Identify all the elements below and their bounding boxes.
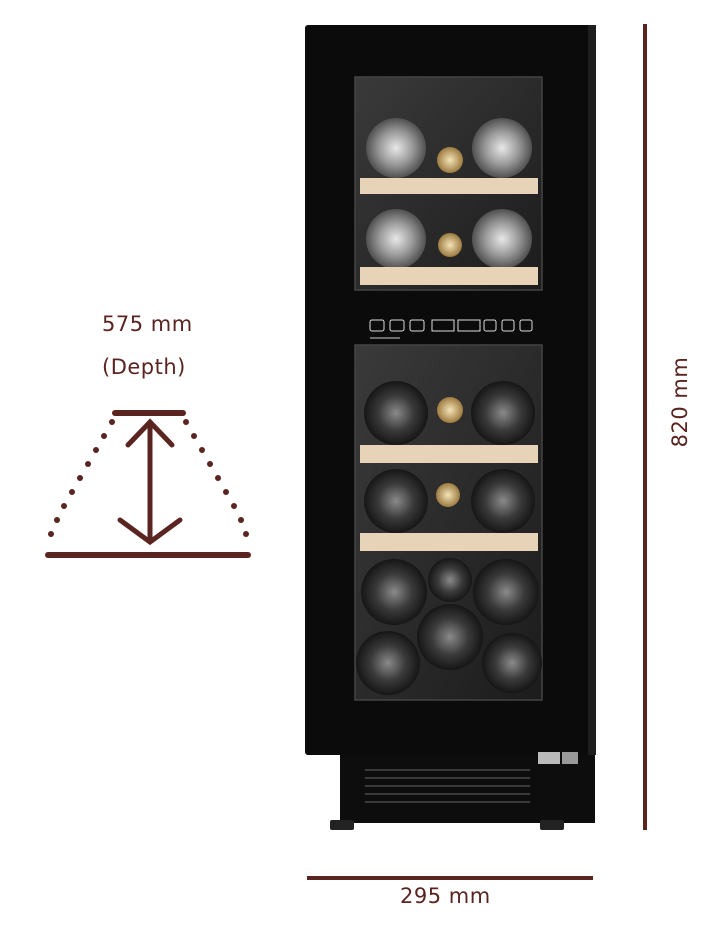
bottle bbox=[417, 604, 483, 670]
fridge-base bbox=[340, 755, 595, 823]
bottle bbox=[364, 381, 428, 445]
shelf bbox=[360, 267, 538, 285]
vent-grille bbox=[365, 769, 530, 803]
bottle-cork bbox=[438, 233, 462, 257]
door-hinge bbox=[562, 752, 578, 764]
shelf bbox=[360, 445, 538, 463]
depth-icon bbox=[45, 410, 251, 558]
wine-fridge-image bbox=[305, 25, 596, 830]
bottle-cork bbox=[437, 147, 463, 173]
bottle bbox=[361, 559, 427, 625]
bottle bbox=[471, 469, 535, 533]
depth-arrow-head-up bbox=[125, 418, 175, 448]
bottle-cork bbox=[437, 397, 463, 423]
depth-arrow-head-down bbox=[117, 517, 183, 546]
bottle bbox=[472, 209, 532, 269]
fridge-foot bbox=[330, 820, 354, 830]
width-label: 295 mm bbox=[400, 884, 491, 908]
bottle bbox=[428, 558, 472, 602]
bottle bbox=[473, 559, 539, 625]
depth-caption: (Depth) bbox=[102, 355, 186, 379]
depth-perspective-dots bbox=[48, 419, 249, 537]
door-hinge bbox=[538, 752, 560, 764]
cabinet-side bbox=[588, 25, 596, 755]
bottle bbox=[356, 631, 420, 695]
bottle bbox=[471, 381, 535, 445]
height-label: 820 mm bbox=[668, 356, 692, 448]
fridge-foot bbox=[540, 820, 564, 830]
bottle bbox=[482, 633, 542, 693]
bottle bbox=[366, 118, 426, 178]
width-dimension-line bbox=[307, 876, 593, 880]
shelf bbox=[360, 178, 538, 194]
depth-label: 575 mm bbox=[102, 312, 193, 336]
bottle bbox=[366, 209, 426, 269]
height-dimension-line bbox=[643, 24, 647, 830]
bottle bbox=[364, 469, 428, 533]
bottle-cork bbox=[436, 483, 460, 507]
shelf bbox=[360, 533, 538, 551]
control-panel bbox=[369, 319, 533, 339]
bottle bbox=[472, 118, 532, 178]
